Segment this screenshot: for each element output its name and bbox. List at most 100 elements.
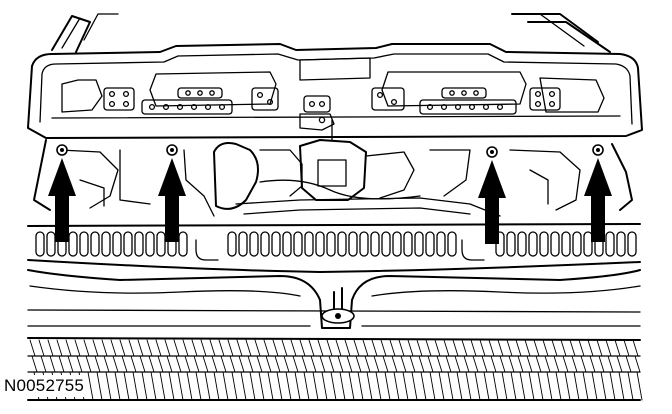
radiator-fin bbox=[353, 339, 364, 401]
grille-slot bbox=[381, 231, 391, 257]
radiator-fin bbox=[344, 339, 355, 401]
radiator-fin bbox=[596, 339, 607, 401]
grille-slot bbox=[392, 231, 402, 257]
radiator-fin bbox=[92, 339, 103, 401]
radiator-fin bbox=[128, 339, 139, 401]
radiator-fin bbox=[254, 339, 265, 401]
radiator-fin bbox=[614, 339, 625, 401]
radiator-fin bbox=[605, 339, 616, 401]
radiator-fin bbox=[488, 339, 499, 401]
grille-slot bbox=[370, 231, 380, 257]
radiator-fin bbox=[308, 339, 319, 401]
cowl-panel bbox=[27, 43, 643, 139]
grille-slot bbox=[425, 231, 435, 257]
radiator-fin bbox=[623, 339, 634, 401]
grille-slot bbox=[436, 231, 446, 257]
radiator-fin bbox=[155, 339, 166, 401]
radiator-fin bbox=[515, 339, 526, 401]
grille-slot bbox=[359, 231, 369, 257]
grille-slot bbox=[123, 231, 133, 257]
grille-slot bbox=[583, 231, 593, 257]
radiator-fin bbox=[317, 339, 328, 401]
radiator-fin bbox=[263, 339, 274, 401]
grille-slots-left bbox=[35, 231, 457, 257]
radiator-fin bbox=[443, 339, 454, 401]
radiator-fin bbox=[137, 339, 148, 401]
grille-slot bbox=[271, 231, 281, 257]
grille-slot bbox=[178, 231, 188, 257]
radiator-fins bbox=[29, 339, 643, 401]
radiator-fin bbox=[209, 339, 220, 401]
radiator-fin bbox=[452, 339, 463, 401]
arrow-up-icon bbox=[478, 160, 506, 244]
bolt-4 bbox=[592, 144, 604, 156]
radiator-fin bbox=[416, 339, 427, 401]
grille-slot bbox=[282, 231, 292, 257]
radiator-fin bbox=[83, 339, 94, 401]
grille-slot bbox=[337, 231, 347, 257]
grille-slot bbox=[561, 231, 571, 257]
radiator-fin bbox=[362, 339, 373, 401]
bolt-2 bbox=[166, 144, 178, 156]
grille-slot bbox=[403, 231, 413, 257]
grille-slot bbox=[68, 231, 78, 257]
grille-slot bbox=[35, 231, 45, 257]
grille-slot bbox=[348, 231, 358, 257]
lower-panel bbox=[27, 269, 641, 329]
radiator-fin bbox=[398, 339, 409, 401]
radiator-fin bbox=[470, 339, 481, 401]
radiator-fin bbox=[182, 339, 193, 401]
grille-slot bbox=[326, 231, 336, 257]
radiator-fin bbox=[173, 339, 184, 401]
grille-slot bbox=[528, 231, 538, 257]
radiator-fin bbox=[407, 339, 418, 401]
radiator-fin bbox=[632, 339, 643, 401]
radiator-fin bbox=[551, 339, 562, 401]
radiator-fin bbox=[371, 339, 382, 401]
radiator-fin bbox=[542, 339, 553, 401]
arrow-up-icon bbox=[584, 158, 612, 242]
radiator-fin bbox=[497, 339, 508, 401]
radiator-fin bbox=[281, 339, 292, 401]
radiator-fin bbox=[227, 339, 238, 401]
cowl-center-clip bbox=[299, 95, 335, 131]
grille-slot bbox=[447, 231, 457, 257]
radiator-fin bbox=[524, 339, 535, 401]
radiator-grille bbox=[27, 337, 643, 401]
cowl-holes-right bbox=[371, 87, 561, 115]
radiator-fin bbox=[578, 339, 589, 401]
cowl-holes-left bbox=[103, 87, 279, 115]
radiator-fin bbox=[236, 339, 247, 401]
figure-id-label: N0052755 bbox=[4, 375, 88, 397]
radiator-fin bbox=[200, 339, 211, 401]
radiator-fin bbox=[434, 339, 445, 401]
radiator-fin bbox=[146, 339, 157, 401]
radiator-fin bbox=[119, 339, 130, 401]
radiator-fin bbox=[191, 339, 202, 401]
grille-slot bbox=[227, 231, 237, 257]
radiator-fin bbox=[479, 339, 490, 401]
radiator-fin bbox=[380, 339, 391, 401]
radiator-fin bbox=[335, 339, 346, 401]
grille-slot bbox=[550, 231, 560, 257]
grille-slot bbox=[145, 231, 155, 257]
callout-arrows bbox=[48, 158, 612, 244]
grille-slot bbox=[260, 231, 270, 257]
grille-slot bbox=[90, 231, 100, 257]
grille-slot bbox=[539, 231, 549, 257]
grille-slots-right bbox=[495, 231, 637, 257]
radiator-fin bbox=[389, 339, 400, 401]
radiator-fin bbox=[569, 339, 580, 401]
radiator-fin bbox=[101, 339, 112, 401]
grille-slot bbox=[315, 231, 325, 257]
radiator-fin bbox=[533, 339, 544, 401]
body-rails bbox=[51, 13, 611, 53]
grille-slot bbox=[293, 231, 303, 257]
arrow-up-icon bbox=[48, 158, 76, 242]
radiator-fin bbox=[245, 339, 256, 401]
radiator-fin bbox=[425, 339, 436, 401]
grille-slot bbox=[506, 231, 516, 257]
radiator-fin bbox=[272, 339, 283, 401]
bolt-3 bbox=[486, 146, 498, 158]
radiator-fin bbox=[290, 339, 301, 401]
